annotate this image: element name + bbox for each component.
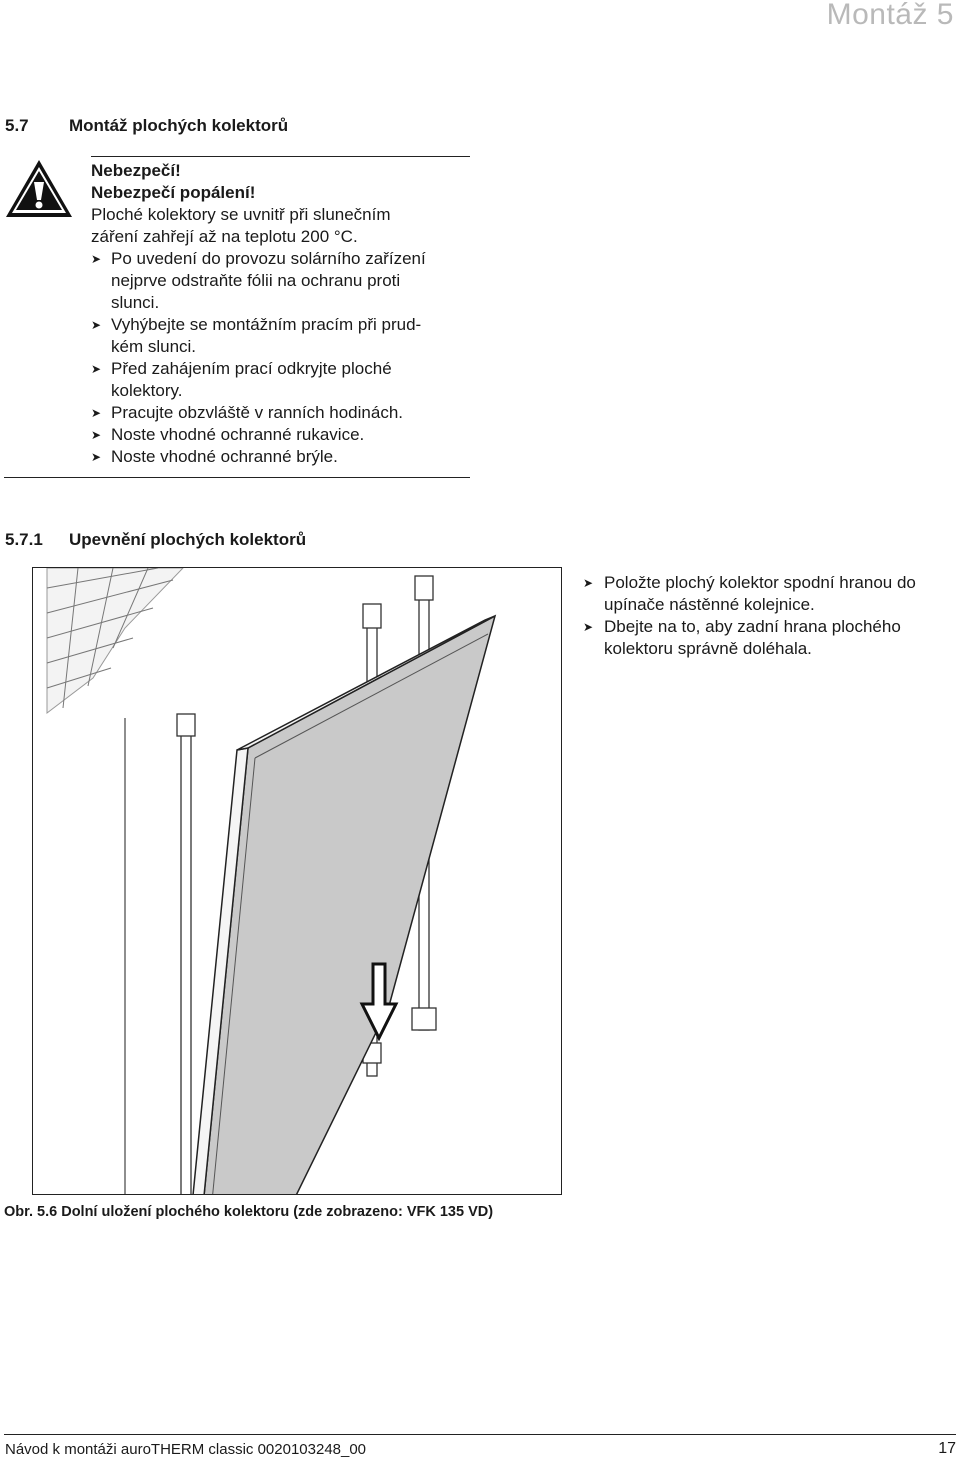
subsection-number: 5.7.1	[5, 530, 43, 549]
warning-bullet-text: Pracujte obzvláště v ranních hodinách.	[111, 403, 404, 422]
instruction-text: Položte plochý kolektor spodní hranou do	[604, 573, 916, 592]
instruction-list: ➤ Položte plochý kolektor spodní hranou …	[583, 572, 955, 660]
warning-bullet-text: Vyhýbejte se montážním pracím při prud-	[111, 315, 422, 334]
warning-subheading: Nebezpečí popálení!	[91, 183, 256, 202]
section-title: Montáž plochých kolektorů	[69, 116, 289, 135]
footer-rule	[4, 1434, 956, 1435]
collector-mounting-figure	[32, 567, 562, 1460]
bullet-arrow-icon: ➤	[91, 318, 102, 332]
warning-bullet: ➤ Před zahájením prací odkryjte ploché k…	[91, 358, 471, 402]
warning-bullet-text: kolektory.	[111, 381, 183, 400]
warning-top-rule	[91, 156, 470, 157]
warning-bullet-text: slunci.	[111, 293, 160, 312]
instruction-item: ➤ Dbejte na to, aby zadní hrana plochého…	[583, 616, 955, 660]
footer-document-title: Návod k montáži auroTHERM classic 002010…	[5, 1441, 367, 1458]
down-arrow-icon	[359, 962, 399, 1042]
warning-bottom-rule	[4, 477, 470, 478]
subsection-title: Upevnění plochých kolektorů	[69, 530, 307, 549]
page-number: 17	[938, 1440, 956, 1457]
warning-bullet-text: nejprve odstraňte fólii na ochranu proti	[111, 271, 401, 290]
instruction-text: Dbejte na to, aby zadní hrana plochého	[604, 617, 901, 636]
bullet-arrow-icon: ➤	[583, 620, 594, 634]
instruction-item: ➤ Položte plochý kolektor spodní hranou …	[583, 572, 955, 616]
collector-panel	[169, 614, 497, 1431]
bullet-arrow-icon: ➤	[91, 252, 102, 266]
warning-bullet: ➤ Vyhýbejte se montážním pracím při prud…	[91, 314, 471, 358]
warning-bullet-text: Noste vhodné ochranné brýle.	[111, 447, 338, 466]
warning-bullet-text: kém slunci.	[111, 337, 197, 356]
running-header: Montáž 5	[826, 0, 954, 31]
warning-triangle-icon	[4, 158, 74, 225]
warning-bullet: ➤ Noste vhodné ochranné brýle.	[91, 446, 471, 468]
bullet-arrow-icon: ➤	[91, 362, 102, 376]
warning-text-line: záření zahřejí až na teplotu 200 °C.	[91, 227, 358, 246]
figure-caption: Obr. 5.6 Dolní uložení plochého kolektor…	[4, 1204, 494, 1220]
bullet-arrow-icon: ➤	[91, 450, 102, 464]
warning-bullet-text: Noste vhodné ochranné rukavice.	[111, 425, 365, 444]
warning-heading: Nebezpečí!	[91, 161, 181, 180]
instruction-text: kolektoru správně doléhala.	[604, 639, 812, 658]
warning-bullet-text: Před zahájením prací odkryjte ploché	[111, 359, 392, 378]
warning-bullet: ➤ Po uvedení do provozu solárního zaříze…	[91, 248, 471, 314]
bullet-arrow-icon: ➤	[91, 406, 102, 420]
section-number: 5.7	[5, 116, 29, 135]
warning-bullet: ➤ Pracujte obzvláště v ranních hodinách.	[91, 402, 471, 424]
warning-text-line: Ploché kolektory se uvnitř při slunečním	[91, 205, 391, 224]
warning-block: Nebezpečí! Nebezpečí popálení! Ploché ko…	[91, 160, 471, 468]
bullet-arrow-icon: ➤	[583, 576, 594, 590]
roof-tiles	[46, 567, 185, 715]
instruction-text: upínače nástěnné kolejnice.	[604, 595, 815, 614]
bullet-arrow-icon: ➤	[91, 428, 102, 442]
warning-bullet: ➤ Noste vhodné ochranné rukavice.	[91, 424, 471, 446]
warning-bullet-text: Po uvedení do provozu solárního zařízení	[111, 249, 426, 268]
collector-illustration	[46, 567, 516, 1460]
